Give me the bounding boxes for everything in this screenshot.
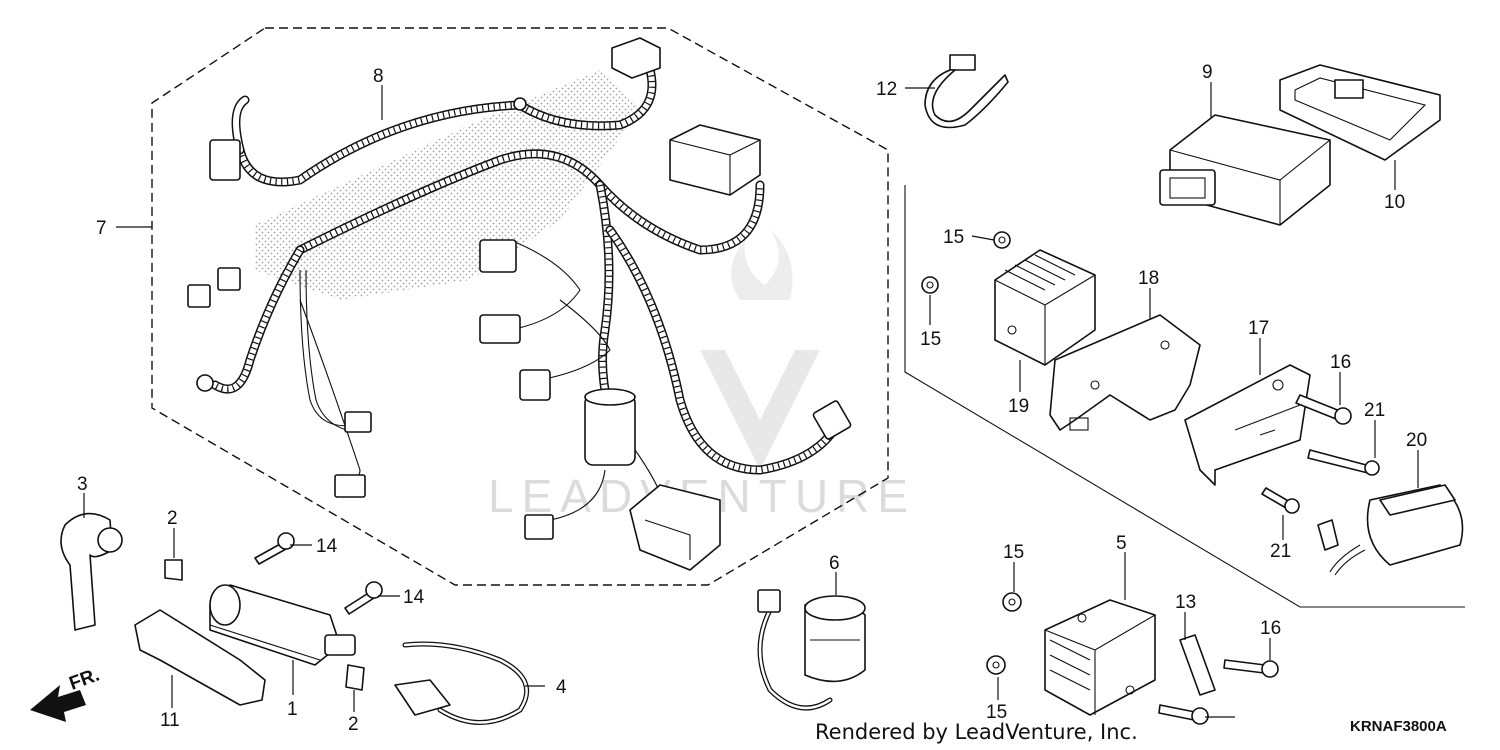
bolt-21b [1261, 487, 1300, 514]
callout-15c: 15 [1003, 542, 1024, 563]
callout-21a: 21 [1364, 400, 1385, 421]
front-direction-arrow: FR. [30, 664, 102, 722]
callout-17: 17 [1248, 318, 1269, 339]
ignition-coil-1 [209, 584, 356, 666]
wire-harness [187, 124, 852, 571]
callout-19: 19 [1008, 396, 1029, 417]
leader-lines [83, 82, 1419, 718]
callout-11: 11 [160, 710, 180, 731]
harness-group-outline [151, 27, 889, 586]
clip-2b [345, 664, 365, 691]
callout-16a: 16 [1330, 352, 1351, 373]
callout-14b: 14 [403, 587, 425, 608]
regulator-rectifier [994, 249, 1096, 366]
cable-strap [924, 54, 1009, 129]
callout-10: 10 [1384, 192, 1405, 213]
bolt-21a [1307, 449, 1380, 476]
callouts: 8 7 12 9 10 15 15 18 19 17 16 21 20 21 5… [77, 62, 1427, 735]
control-unit [1159, 114, 1331, 226]
callout-1: 1 [287, 699, 298, 720]
nut-15a [993, 231, 1011, 249]
bolt-14b [344, 581, 383, 615]
callout-2a: 2 [167, 508, 178, 529]
callout-21b: 21 [1270, 541, 1291, 562]
sub-harness [209, 37, 661, 187]
callout-7: 7 [96, 218, 107, 239]
bolt-16b [1223, 659, 1279, 678]
plug-cap [60, 512, 123, 631]
callout-13: 13 [1175, 592, 1196, 613]
bracket-17 [1184, 364, 1311, 486]
plate-13 [1179, 634, 1216, 696]
nut-15c [1002, 592, 1022, 612]
watermark: LEADVENTURE [488, 230, 908, 522]
ignition-coil-6 [757, 589, 866, 711]
callout-15b: 15 [920, 329, 941, 350]
callout-2b: 2 [348, 714, 359, 735]
render-note: Rendered by LeadVenture, Inc. [815, 720, 1138, 744]
callout-5: 5 [1116, 533, 1127, 554]
bracket-group-outline [904, 185, 1465, 608]
nut-15b [921, 276, 939, 294]
direction-label: FR. [67, 664, 103, 694]
rubber-cover [1279, 64, 1441, 161]
diagram-code: KRNAF3800A [1350, 718, 1447, 735]
clip-2a [164, 559, 183, 581]
callout-16b: 16 [1260, 618, 1281, 639]
bolt-16a [1295, 394, 1352, 425]
callout-20: 20 [1406, 430, 1427, 451]
condenser [1317, 484, 1464, 576]
callout-4: 4 [556, 677, 567, 698]
bolt-16c [1158, 704, 1209, 725]
callout-15d: 15 [986, 702, 1007, 723]
nut-15d [986, 655, 1006, 675]
high-tension-cord [394, 641, 530, 725]
bolt-14a [254, 532, 295, 565]
bracket-18 [1049, 314, 1201, 431]
callout-8: 8 [373, 66, 384, 87]
callout-12: 12 [876, 79, 897, 100]
callout-18: 18 [1138, 268, 1159, 289]
regulator-rectifier-2 [1044, 599, 1156, 716]
callout-9: 9 [1202, 62, 1213, 83]
callout-3: 3 [77, 474, 88, 495]
coil-stay [134, 609, 266, 706]
callout-14a: 14 [316, 536, 338, 557]
callout-6: 6 [829, 553, 840, 574]
callout-15a: 15 [943, 227, 964, 248]
